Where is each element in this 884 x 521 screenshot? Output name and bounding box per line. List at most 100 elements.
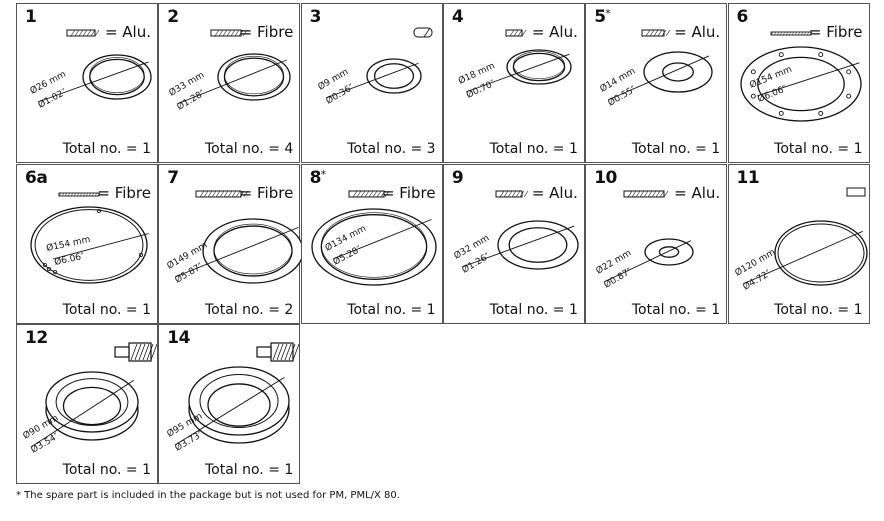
material-row: = Fibre [240,23,294,41]
gasket-drawing [37,54,152,103]
gasket-drawing [175,218,304,284]
flat-gasket-hatched-icon [495,190,529,198]
material-row: = Alu. [674,184,720,202]
material-label: Alu. [691,184,721,202]
dimension-line [742,230,863,285]
gasket-drawing [325,58,422,99]
thin-gasket-icon [770,31,812,36]
dimension-line [603,240,692,283]
part-number: 5 [594,7,606,27]
part-number: 6a [25,168,48,188]
asterisk-marker: * [605,7,611,20]
total-count: Total no. = 1 [347,302,436,318]
flat-gasket-hatched-icon [210,29,248,37]
flat-gasket-hatched-icon [66,29,100,37]
part-number: 4 [451,7,464,27]
material-label: Alu. [549,184,578,202]
total-count: Total no. = 1 [774,302,863,318]
total-count: Total no. = 1 [62,302,151,318]
part-number: 7 [167,168,179,188]
o-ring-section-icon [846,187,865,197]
stepped-seal-section-icon [256,342,300,362]
material-label: Fibre [257,23,294,41]
equals-sign: = [239,184,257,202]
total-count: Total no. = 1 [774,141,863,157]
total-count: Total no. = 4 [204,141,294,157]
part-number: 2 [167,7,179,27]
equals-sign: = [808,23,827,41]
dimension-line [30,379,135,448]
asterisk-marker: * [320,168,327,181]
dimension-line [52,233,149,260]
stepped-seal-section-icon [114,342,158,362]
gasket-drawing [310,208,437,286]
dimension-line [756,62,860,97]
dimension-line [175,226,299,278]
footnote: * The spare part is included in the pack… [16,490,400,501]
material-row: = Fibre [240,184,294,202]
part-number: 9 [451,168,464,188]
equals-sign: = [104,23,123,41]
gasket-drawing [30,206,149,284]
dimension-line [608,55,710,101]
gasket-drawing [603,238,694,283]
part-number: 8 [309,168,322,188]
equals-sign: = [381,184,400,202]
total-count: Total no. = 1 [204,462,294,478]
material-label: Alu. [549,23,578,41]
gasket-drawing [461,220,579,270]
gasket-drawing [739,46,862,122]
total-count: Total no. = 2 [204,302,294,318]
total-count: Total no. = 3 [347,141,436,157]
dimension-line [465,53,570,93]
total-count: Total no. = 1 [62,141,151,157]
gasket-drawing [608,51,713,101]
round-gasket-icon [413,27,433,38]
material-row: = Fibre [382,184,436,202]
flat-gasket-hatched-icon [505,29,527,37]
gasket-drawing [175,366,290,446]
material-row: = Fibre [809,23,863,41]
material-label: Fibre [114,184,151,202]
dimension-line [332,219,432,260]
flat-gasket-hatched-icon [641,29,671,37]
part-number: 12 [25,328,48,348]
flat-gasket-hatched-icon [195,190,249,198]
material-row: = Alu. [674,23,720,41]
part-number: 1 [25,7,37,27]
dimension-line [461,225,575,268]
total-count: Total no. = 1 [489,141,578,157]
equals-sign: = [531,23,550,41]
dimension-line [175,376,285,446]
material-label: Fibre [826,23,863,41]
dimension-line [325,62,419,99]
flat-gasket-hatched-icon [623,190,669,198]
dimension-line [37,61,149,103]
gasket-drawing [465,49,572,93]
gasket-drawing [30,371,139,448]
total-count: Total no. = 1 [62,462,151,478]
material-row: = Alu. [105,23,151,41]
